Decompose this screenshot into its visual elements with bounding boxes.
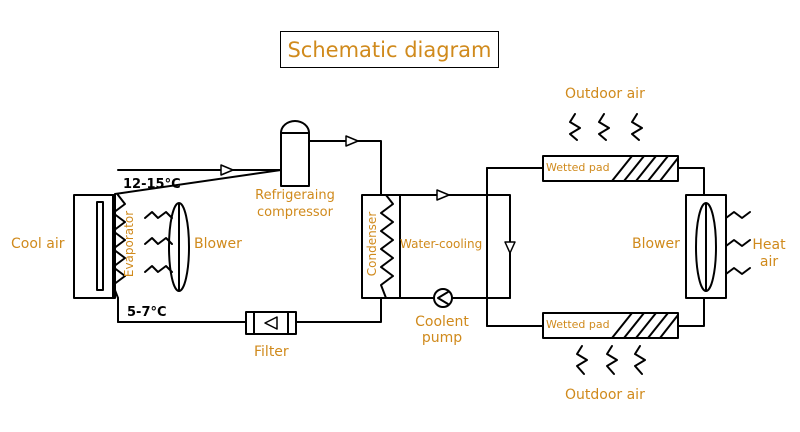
- pipe-evap-to-compressor: [114, 169, 282, 195]
- temp-high-label: 12-15°C: [123, 177, 181, 192]
- outdoor-air-top-label: Outdoor air: [565, 86, 645, 102]
- outdoor-air-bottom-arrow-2: [606, 345, 618, 375]
- condenser-label: Condenser: [365, 211, 379, 277]
- outdoor-air-bottom-arrow-1: [576, 345, 588, 375]
- compressor-label-line2: compressor: [257, 205, 333, 220]
- outdoor-air-bottom-arrow-3: [634, 345, 646, 375]
- filter-label: Filter: [254, 344, 289, 360]
- water-cooling-label: Water-cooling: [400, 237, 483, 251]
- wetted-pad-top-label: Wetted pad: [546, 161, 610, 174]
- compressor-label-line1: Refrigeraing: [255, 188, 335, 203]
- compressor-body: [280, 120, 310, 187]
- right-blower-label: Blower: [632, 236, 680, 252]
- heat-air-arrow-1: [725, 211, 751, 219]
- pipe-condenser-to-evap: [117, 297, 382, 323]
- left-blower-arrow-1: [144, 211, 173, 219]
- temp-low-label: 5-7°C: [127, 305, 167, 320]
- heat-air-label: Heat air: [749, 237, 789, 271]
- flow-arrow-water-down: [504, 241, 516, 254]
- pipe-compressor-to-condenser: [308, 140, 382, 196]
- heat-air-label-line2: air: [759, 254, 779, 270]
- cool-air-label: Cool air: [11, 236, 65, 252]
- left-blower-label: Blower: [194, 236, 242, 252]
- flow-arrow-filter: [264, 316, 278, 330]
- outdoor-air-bottom-label: Outdoor air: [565, 387, 645, 403]
- flow-arrow-condenser-water: [436, 189, 450, 201]
- wetted-pad-bottom-label: Wetted pad: [546, 318, 610, 331]
- title-box: Schematic diagram: [280, 31, 499, 68]
- flow-arrow-evap-out: [220, 164, 234, 176]
- condenser-coil-zigzag: [380, 194, 394, 299]
- evaporator-coil-zigzag: [112, 194, 126, 299]
- wetted-pad-hatching: [611, 155, 679, 339]
- heat-air-arrow-2: [725, 239, 751, 247]
- outdoor-air-top-arrow-3: [631, 113, 643, 141]
- heat-air-arrow-3: [725, 267, 751, 275]
- heat-air-label-line1: Heat: [752, 237, 786, 253]
- evaporator-label: Evaporator: [122, 210, 136, 278]
- left-blower-arrow-2: [144, 237, 173, 245]
- coolant-pump-label-line2: pump: [421, 330, 463, 346]
- coolant-pump-label: Coolent pump: [408, 314, 476, 346]
- coolant-pump-body: [433, 288, 453, 308]
- wetted-pad-top-body: [542, 155, 679, 182]
- flow-arrow-compressor-out: [345, 135, 359, 147]
- coolant-pump-label-line1: Coolent: [415, 314, 469, 330]
- outdoor-air-top-arrow-1: [569, 113, 581, 141]
- evaporator-housing: [73, 194, 116, 299]
- evaporator-inner-bar: [96, 201, 104, 291]
- left-blower-arrow-3: [144, 265, 173, 273]
- compressor-label: Refrigeraing compressor: [252, 187, 338, 221]
- outdoor-air-top-arrow-2: [598, 113, 610, 141]
- condenser-housing: [361, 194, 401, 299]
- diagram-title: Schematic diagram: [287, 37, 492, 62]
